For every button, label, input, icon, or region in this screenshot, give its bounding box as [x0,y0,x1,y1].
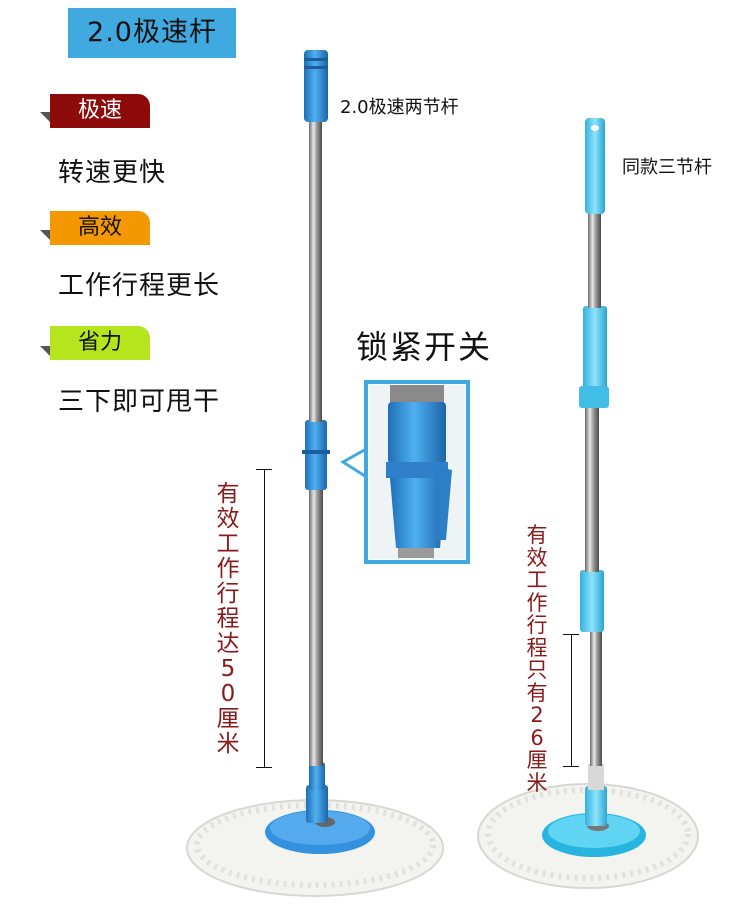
feature-tag-speed: 极速 [50,94,150,128]
right-mop-label: 同款三节杆 [622,157,712,178]
right-lower-pole [590,630,602,766]
right-lower-clamp [580,570,604,632]
left-upper-pole [309,92,322,422]
tag-fold-2 [40,230,50,240]
feature-desc-effort: 三下即可甩干 [58,387,221,417]
right-mop-joint [585,786,607,826]
left-lock-switch [305,420,327,490]
left-mop-joint [306,785,328,823]
feature-desc-efficiency: 工作行程更长 [58,271,221,301]
left-lower-pole [309,488,323,766]
right-middle-pole [585,406,599,572]
tag-fold-1 [40,112,50,122]
tag-fold-3 [40,346,50,356]
lock-switch-label: 锁紧开关 [356,328,493,366]
feature-desc-speed: 转速更快 [58,158,167,188]
right-upper-clamp [583,306,607,392]
lock-zoom-callout [340,380,470,564]
left-range-cap-bottom [256,767,272,768]
page-title: 2.0极速杆 [68,8,236,58]
right-range-line [571,634,572,766]
right-mop [477,118,699,889]
left-range-line [264,469,265,767]
left-mop [186,50,444,897]
feature-tag-efficiency: 高效 [50,211,150,245]
right-upper-pole [588,210,601,308]
feature-tag-effort: 省力 [50,326,150,360]
left-mop-label: 2.0极速两节杆 [340,97,459,118]
right-range-cap-bottom [563,766,579,767]
left-range-text: 有效工作行程达50厘米 [216,481,240,757]
right-range-text: 有效工作行程只有26厘米 [526,523,548,795]
right-handle [585,118,605,214]
